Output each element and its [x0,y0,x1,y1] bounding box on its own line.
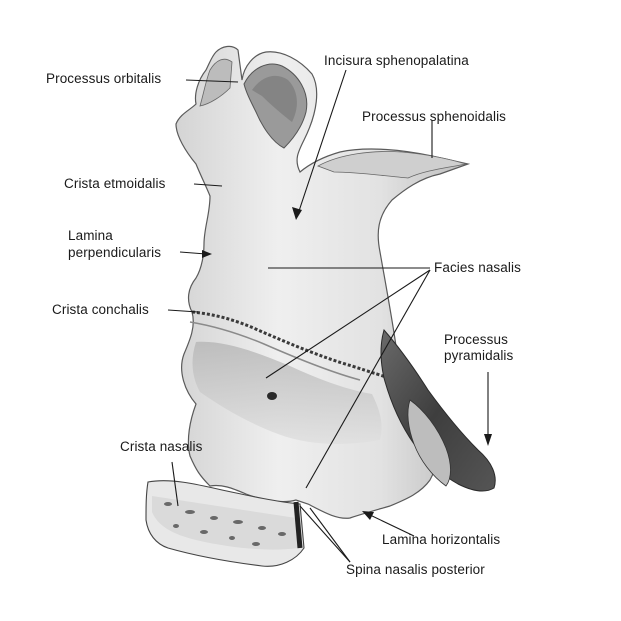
label-processus-orbitalis: Processus orbitalis [46,71,162,86]
sphenoidal-process [317,151,467,179]
label-crista-nasalis: Crista nasalis [120,439,203,454]
label-spina-nasalis-posterior: Spina nasalis posterior [346,562,485,577]
label-processus-pyramidalis-line2: pyramidalis [444,348,514,363]
label-crista-etmoidalis: Crista etmoidalis [64,176,166,191]
lower-concavity [192,341,382,444]
label-processus-pyramidalis-line1: Processus [444,332,508,347]
label-lamina-perpendicularis-line2: perpendicularis [68,245,162,260]
label-facies-nasalis: Facies nasalis [434,260,521,275]
conchal-crest [191,310,395,382]
pyramidal-process [380,328,496,492]
label-crista-conchalis: Crista conchalis [52,302,149,317]
foramen [267,392,277,400]
label-lamina-horizontalis: Lamina horizontalis [382,532,501,547]
label-processus-sphenoidalis: Processus sphenoidalis [362,109,507,124]
leader-lines [167,69,492,563]
label-lamina-perpendicularis-line1: Lamina [68,228,113,243]
label-incisura-sphenopalatina: Incisura sphenopalatina [324,53,469,68]
